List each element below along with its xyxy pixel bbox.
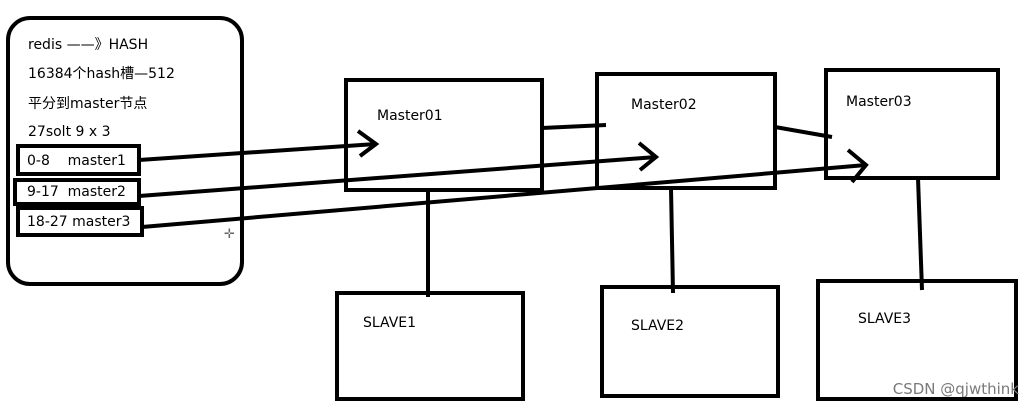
slave-label-3: SLAVE3 (858, 311, 912, 327)
watermark: CSDN @qjwthink (892, 380, 1019, 398)
note-line-1: redis ——》HASH (28, 37, 149, 53)
slave-label-2: SLAVE2 (631, 318, 685, 334)
master-box-1 (344, 78, 544, 192)
arrowhead-master3 (846, 148, 869, 184)
slave-box-2 (600, 285, 780, 398)
note-line-2: 16384个hash槽—512 (28, 66, 175, 82)
slot-box-2 (13, 178, 141, 206)
arrowhead-master1 (356, 129, 380, 158)
master-box-3 (824, 68, 1000, 180)
crosshair-cursor-icon: ✛ (224, 227, 235, 242)
slave-label-1: SLAVE1 (363, 315, 417, 331)
master-label-1: Master01 (377, 108, 443, 124)
master-label-3: Master03 (846, 94, 912, 110)
slave-box-1 (335, 291, 525, 401)
slot-label-2: 9-17 master2 (27, 184, 126, 200)
connector-master3-slave3 (916, 177, 924, 291)
master-label-2: Master02 (631, 97, 697, 113)
master-box-2 (595, 72, 777, 190)
arrow-slot1-master1 (138, 142, 377, 162)
slave-box-3 (816, 279, 1018, 401)
arrow-slot3-master3 (141, 163, 867, 229)
arrow-slot2-master2 (138, 155, 657, 198)
link-master2-master3 (774, 125, 833, 139)
link-master1-master2 (541, 123, 607, 130)
slot-label-3: 18-27 master3 (27, 214, 131, 230)
note-line-3: 平分到master节点 (28, 96, 148, 112)
connector-master2-slave2 (669, 187, 675, 294)
arrowhead-master2 (637, 141, 660, 172)
slot-box-3 (16, 206, 144, 237)
note-panel (6, 16, 244, 286)
slot-label-1: 0-8 master1 (27, 153, 126, 169)
note-line-4: 27solt 9 x 3 (28, 124, 111, 140)
